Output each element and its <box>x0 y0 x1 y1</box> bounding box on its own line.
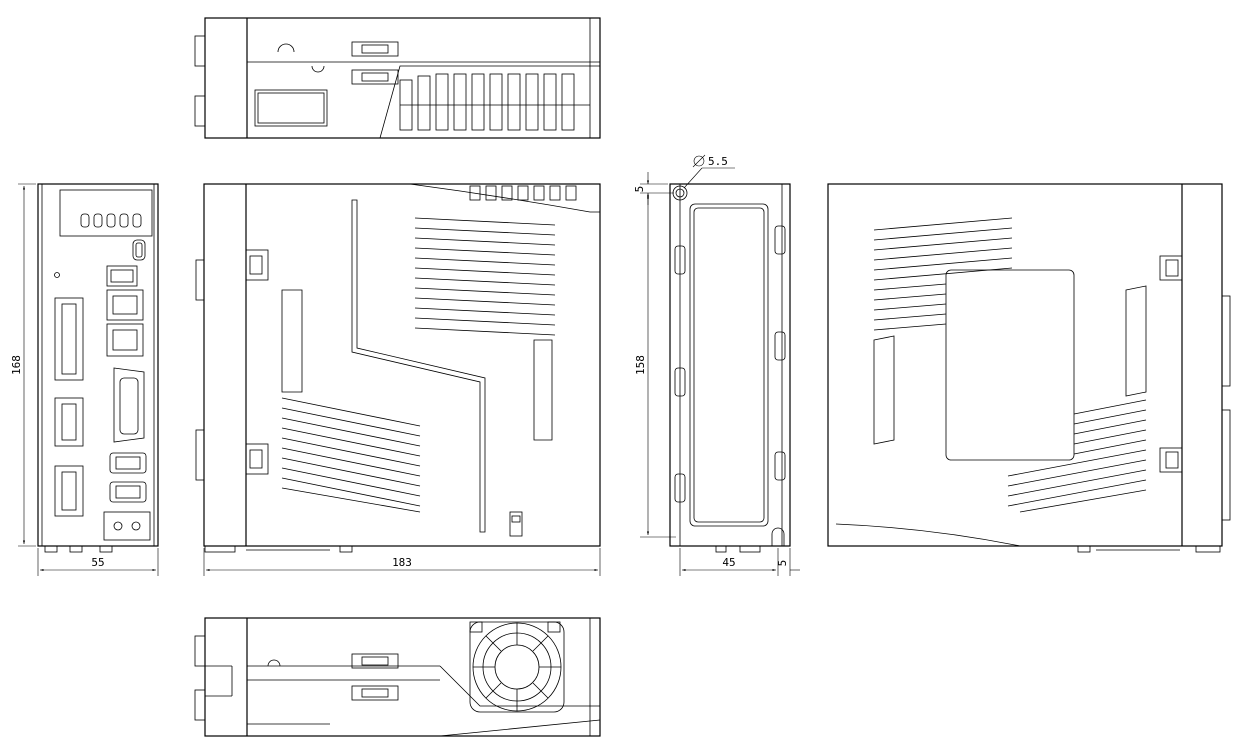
right-vent-upper <box>873 217 1013 331</box>
side-view-right <box>827 183 1231 553</box>
terminal-block <box>103 511 151 541</box>
dim-label-183: 183 <box>392 556 412 569</box>
dimension-mount-width: 45 5 <box>679 548 800 576</box>
display-digits <box>80 213 142 228</box>
side-vent-top <box>469 185 577 201</box>
connector-cn3 <box>54 465 84 517</box>
dim-label-158: 158 <box>634 355 647 375</box>
dim-label-55: 55 <box>91 556 104 569</box>
dim-label-45: 45 <box>722 556 735 569</box>
dim-label-5-right: 5 <box>776 560 789 567</box>
connector-cn2 <box>54 397 84 447</box>
bottom-view <box>194 617 601 737</box>
label-area <box>945 269 1075 461</box>
top-view <box>194 17 601 139</box>
dimension-mount-height: 158 <box>634 195 676 538</box>
dimension-side-depth: 183 <box>203 548 601 576</box>
dimension-mount-hole: 5.5 <box>683 154 735 189</box>
fan-grille <box>469 621 565 713</box>
dimension-front-height: 168 <box>10 183 36 547</box>
side-view-left <box>195 183 601 553</box>
connector-cn1 <box>54 297 84 381</box>
side-vent-slant-upper <box>414 217 556 336</box>
mounting-view <box>669 183 791 553</box>
top-view-vent-slots <box>399 73 590 131</box>
dimension-mount-top-offset: 5 <box>633 172 674 205</box>
front-view <box>37 183 159 553</box>
dimension-front-width: 55 <box>37 548 159 576</box>
dim-label-5-top: 5 <box>633 186 646 193</box>
rj45-port-2 <box>106 323 144 357</box>
right-vent-lower <box>1007 399 1147 513</box>
dim-label-5-5: 5.5 <box>708 155 728 168</box>
db-connector <box>113 367 145 443</box>
side-vent-slant-lower <box>281 397 421 513</box>
display-window <box>59 189 153 237</box>
dim-label-168: 168 <box>10 355 23 375</box>
rj45-port-1 <box>106 289 144 321</box>
